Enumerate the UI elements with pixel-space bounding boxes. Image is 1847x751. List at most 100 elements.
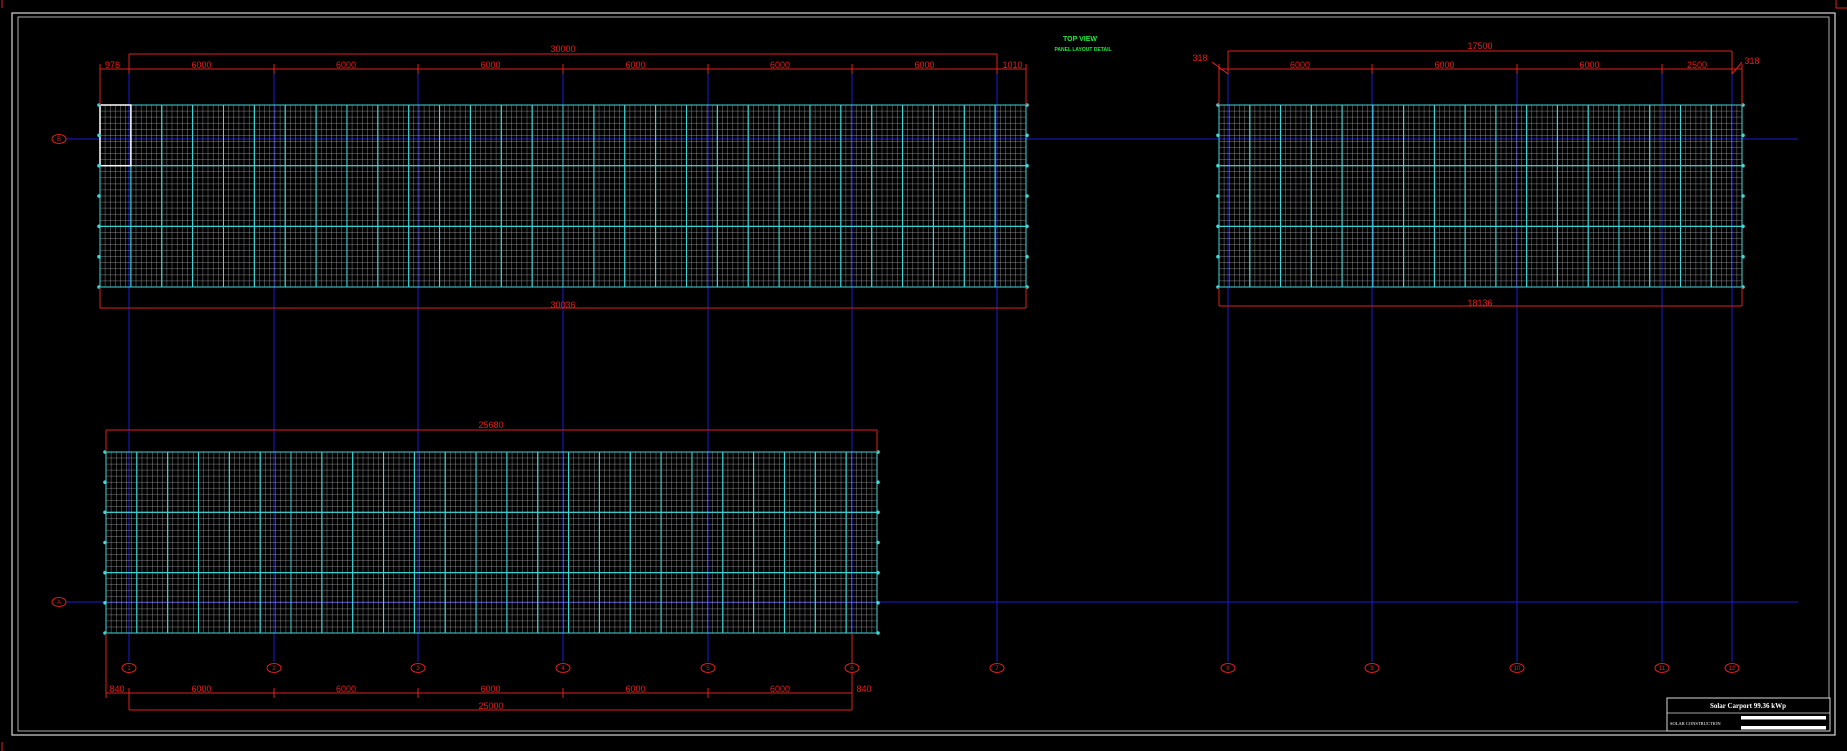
- bottom-span-text: 6000: [336, 684, 356, 694]
- grid-bubble-label: 3: [416, 666, 420, 672]
- bottom-left-edge-text: 840: [109, 684, 124, 694]
- solar-array-3: [103, 450, 880, 635]
- panel-cell-grid: [377, 165, 409, 227]
- panel-cell-grid: [408, 165, 440, 227]
- panel-cell-grid: [532, 226, 563, 287]
- rail-clamp: [97, 163, 101, 168]
- rail-clamp: [1741, 163, 1745, 168]
- panel-cell-grid: [624, 105, 656, 166]
- array2-span-text: 6000: [1290, 60, 1310, 70]
- col-bubble-5: 5: [700, 663, 716, 673]
- panel-cell-grid: [506, 512, 538, 573]
- panel-cell-grid: [254, 165, 286, 227]
- panel-cell-grid: [161, 165, 193, 227]
- row-bubble-A: A: [51, 597, 67, 607]
- panel-cell-grid: [161, 105, 193, 166]
- rail-clamp: [97, 194, 101, 198]
- panel-cell-grid: [408, 105, 440, 166]
- grid-bubble-circle: [989, 663, 1005, 673]
- array2-overall-bottom-text: 18136: [1467, 298, 1492, 308]
- grid-bubble-circle: [700, 663, 716, 673]
- panel-cell-grid: [439, 226, 471, 287]
- panel-cell-grid: [414, 452, 446, 513]
- panel-cell-grid: [964, 226, 996, 287]
- panel-cell-grid: [809, 165, 841, 227]
- array1-overall-bottom-text: 30036: [550, 300, 575, 310]
- rail-clamp: [1741, 194, 1745, 198]
- panel-cell-grid: [1311, 105, 1343, 166]
- panel-cell-grid: [871, 105, 903, 166]
- panel-cell-grid: [964, 105, 996, 166]
- panel-cell-grid: [753, 452, 785, 513]
- rail-clamp: [876, 480, 880, 485]
- panel-cell-grid: [106, 512, 137, 573]
- panel-cell-grid: [198, 512, 230, 573]
- panel-cell-grid: [655, 226, 687, 287]
- panel-cell-grid: [130, 105, 162, 166]
- solar-array-2: [1216, 103, 1745, 289]
- bottom-span-text: 6000: [625, 684, 645, 694]
- rail-clamp: [97, 224, 101, 229]
- array2-span-text: 6000: [1579, 60, 1599, 70]
- grid-bubble-circle: [1654, 663, 1670, 673]
- panel-cell-grid: [1280, 105, 1312, 166]
- panel-cell-grid: [501, 105, 533, 166]
- panel-cell-grid: [1372, 105, 1404, 166]
- grid-bubble-circle: [1509, 663, 1525, 673]
- drawing-subtitle: PANEL LAYOUT DETAIL: [1054, 47, 1111, 53]
- panel-cell-grid: [840, 105, 872, 166]
- array1-span-text: 6000: [914, 60, 934, 70]
- panel-cell-grid: [167, 452, 199, 513]
- panel-cell-grid: [661, 452, 692, 513]
- panel-cell-grid: [414, 572, 446, 633]
- panel-cell-grid: [995, 105, 1026, 166]
- array1-span-text: 6000: [480, 60, 500, 70]
- array1-span-text: 6000: [625, 60, 645, 70]
- col-bubble-11: 11: [1654, 663, 1670, 673]
- col-bubble-12: 12: [1724, 663, 1740, 673]
- title-block-subtitle: SOLAR CONSTRUCTION: [1670, 721, 1721, 726]
- grid-bubble-circle: [844, 663, 860, 673]
- panel-cell-grid: [1649, 165, 1681, 227]
- panel-cell-grid: [285, 226, 317, 287]
- rail-clamp: [1741, 133, 1745, 138]
- panel-cell-grid: [1495, 226, 1527, 287]
- solar-panel: [845, 572, 878, 634]
- panel-cell-grid: [1280, 226, 1312, 287]
- panel-cell-grid: [537, 512, 569, 573]
- panel-cell-grid: [1403, 226, 1435, 287]
- panel-cell-grid: [815, 572, 847, 633]
- panel-cell-grid: [383, 452, 415, 513]
- panel-cell-grid: [130, 165, 162, 227]
- panel-cell-grid: [871, 226, 903, 287]
- panel-cell-grid: [809, 105, 841, 166]
- grid-bubble-label: 5: [706, 666, 710, 672]
- array2-span-text: 2500: [1687, 60, 1707, 70]
- panel-cell-grid: [537, 572, 569, 633]
- panel-cell-grid: [748, 105, 780, 166]
- panel-cell-grid: [1342, 226, 1373, 287]
- panel-cell-grid: [167, 512, 199, 573]
- structural-grid-axes: [54, 68, 1798, 662]
- panel-cell-grid: [445, 572, 477, 633]
- panel-cell-grid: [1219, 165, 1250, 227]
- panel-cell-grid: [1526, 105, 1558, 166]
- panel-cell-grid: [1680, 165, 1712, 227]
- panel-cell-grid: [1311, 226, 1343, 287]
- panel-cell-grid: [692, 572, 723, 633]
- panel-cell-grid: [692, 452, 723, 513]
- panel-cell-grid: [717, 105, 749, 166]
- panel-cell-grid: [1372, 165, 1404, 227]
- rail-clamp: [1025, 194, 1029, 198]
- panel-cell-grid: [167, 572, 199, 633]
- panel-cell-grid: [840, 226, 872, 287]
- panel-cell-grid: [568, 572, 600, 633]
- grid-bubble-label: 7: [995, 666, 999, 672]
- panel-cell-grid: [779, 105, 810, 166]
- panel-cell-grid: [686, 165, 718, 227]
- panel-cell-grid: [840, 165, 872, 227]
- panel-cell-grid: [1711, 165, 1742, 227]
